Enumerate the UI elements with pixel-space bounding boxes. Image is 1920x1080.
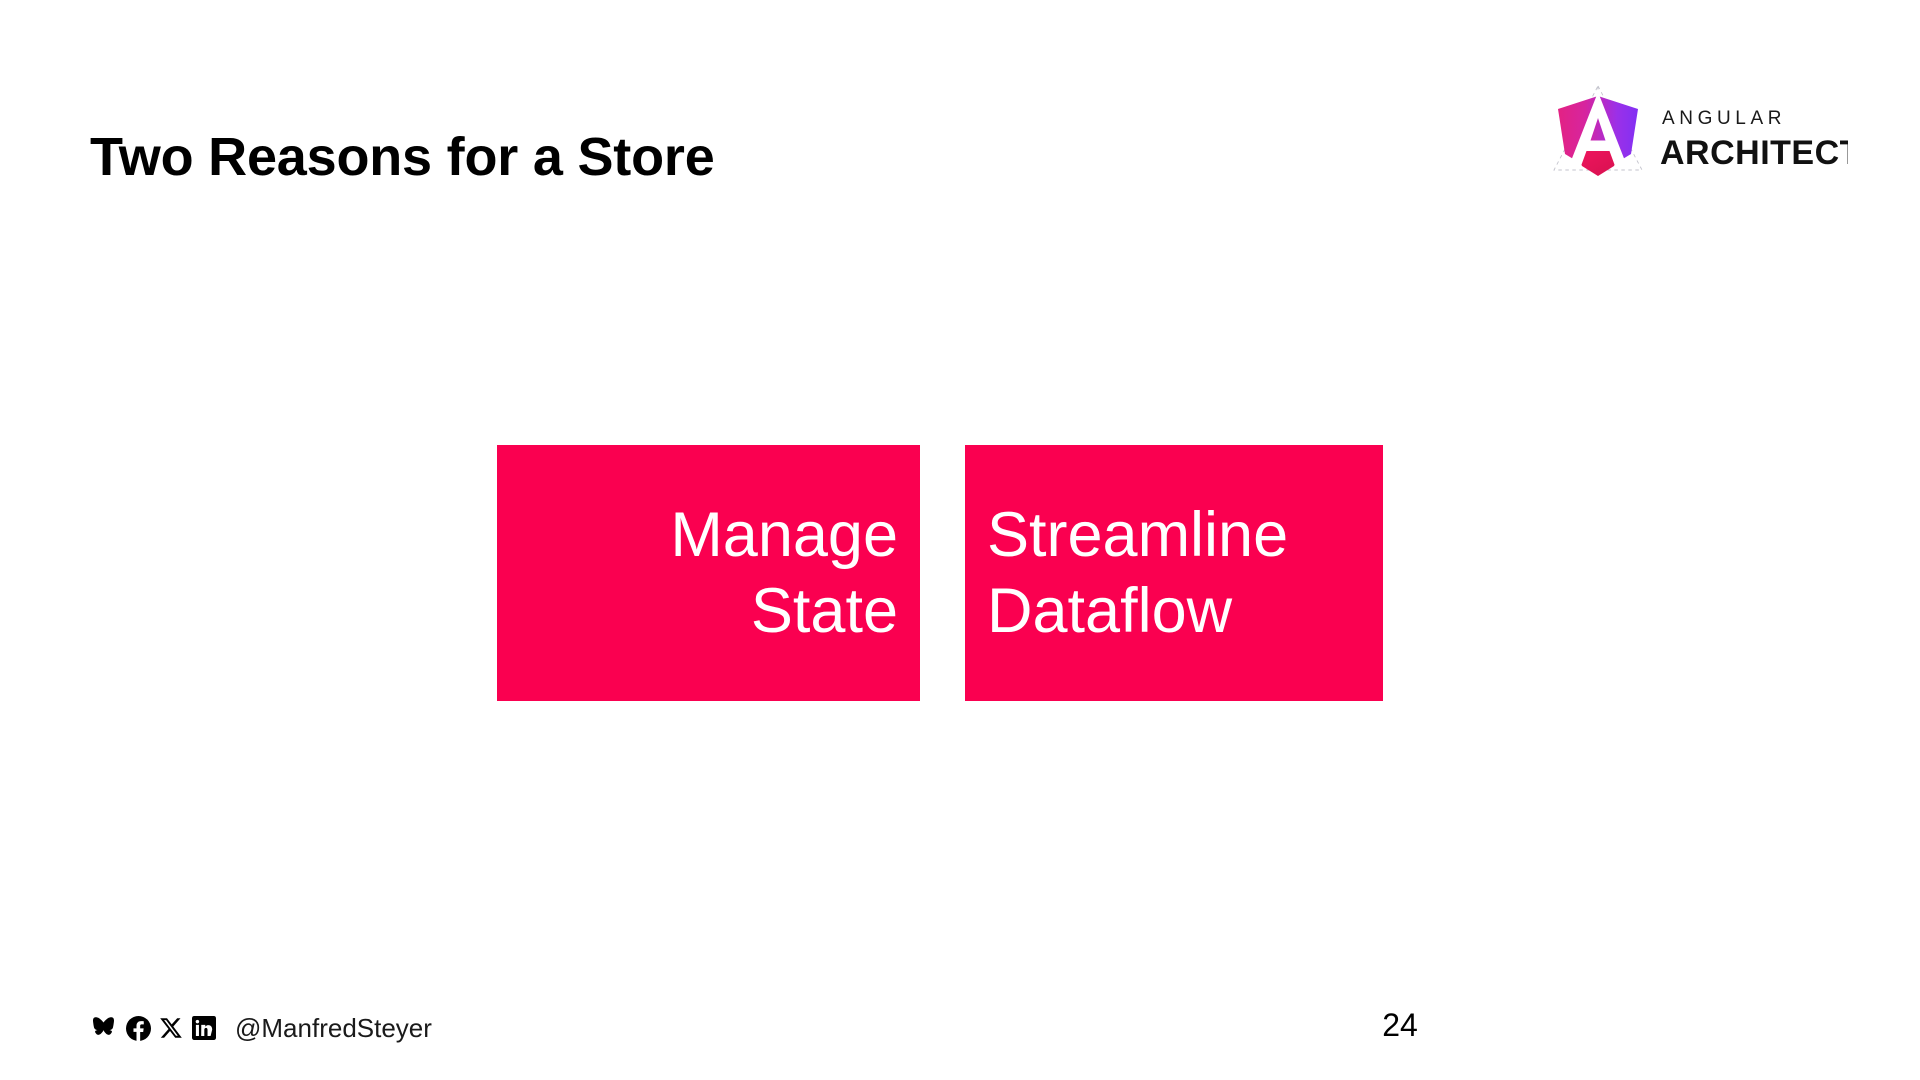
shield-base-accent — [1575, 149, 1621, 176]
logo-brand-line-2: ARCHITECTS — [1660, 134, 1848, 172]
reason-box-line: Streamline — [987, 499, 1289, 570]
reason-box-manage-state: Manage State — [497, 445, 920, 701]
facebook-icon[interactable] — [125, 1015, 151, 1041]
page-title: Two Reasons for a Store — [90, 127, 715, 187]
letter-a-mark — [1569, 92, 1627, 166]
page-number: 24 — [1382, 1007, 1418, 1043]
angular-architects-logo: ANGULAR ARCHITECTS — [1548, 78, 1848, 198]
bluesky-icon[interactable] — [92, 1015, 118, 1041]
x-twitter-icon[interactable] — [158, 1015, 184, 1041]
reason-box-line: Manage — [670, 499, 898, 570]
footer-social-bar: @ManfredSteyer — [92, 1011, 432, 1045]
logo-brand-line-1: ANGULAR — [1662, 108, 1786, 129]
social-handle: @ManfredSteyer — [235, 1013, 432, 1043]
reason-box-streamline-dataflow: Streamline Dataflow — [965, 445, 1383, 701]
reason-box-line: Dataflow — [987, 576, 1233, 646]
linkedin-icon[interactable] — [191, 1015, 217, 1041]
reason-box-line: State — [750, 576, 898, 646]
arc-detail — [1609, 149, 1621, 165]
